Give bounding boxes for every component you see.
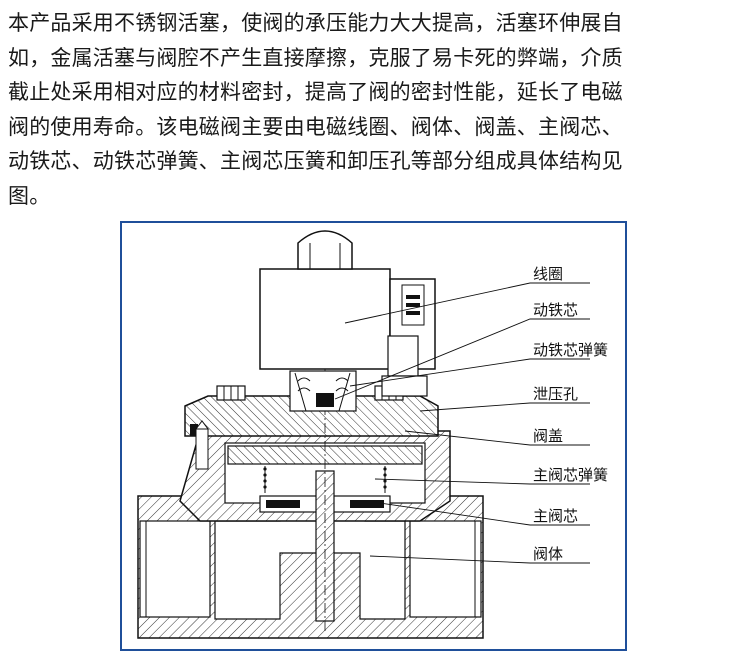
description-line: 截止处采用相对应的材料密封，提高了阀的密封性能，延长了电磁 xyxy=(8,80,623,104)
description-line: 动铁芯、动铁芯弹簧、主阀芯压簧和卸压孔等部分组成具体结构见 xyxy=(8,149,623,173)
description-line: 如，金属活塞与阀腔不产生直接摩擦，克服了易卡死的弊端，介质 xyxy=(8,45,623,70)
top-nut xyxy=(297,230,353,270)
central-stem xyxy=(315,261,335,631)
label-coil: 线圈 xyxy=(533,265,563,283)
description-paragraph: 本产品采用不锈钢活塞，使阀的承压能力大大提高，活塞环伸展自 如，金属活塞与阀腔不… xyxy=(8,6,744,213)
label-valve-body: 阀体 xyxy=(533,545,563,563)
description-line: 阀的使用寿命。该电磁阀主要由电磁线圈、阀体、阀盖、主阀芯、 xyxy=(8,114,623,139)
plunger-assembly xyxy=(289,370,357,412)
label-main-piston-spring: 主阀芯弹簧 xyxy=(533,466,608,484)
bonnet-bolt-left xyxy=(216,385,246,401)
label-relief-hole: 泄压孔 xyxy=(533,385,578,403)
leader-lines xyxy=(334,282,590,564)
label-main-piston: 主阀芯 xyxy=(533,507,578,525)
label-bonnet: 阀盖 xyxy=(533,427,563,445)
description-line: 图。 xyxy=(8,183,51,208)
label-plunger: 动铁芯 xyxy=(533,301,578,319)
valve-bonnet xyxy=(184,395,439,470)
description-line: 本产品采用不锈钢活塞，使阀的承压能力大大提高，活塞环伸展自 xyxy=(8,11,623,35)
valve-cross-section-diagram: 线圈 动铁芯 动铁芯弹簧 泄压孔 阀盖 主阀芯弹簧 主阀芯 阀体 xyxy=(137,230,608,639)
solenoid-coil xyxy=(259,268,436,397)
label-plunger-spring: 动铁芯弹簧 xyxy=(533,341,608,359)
